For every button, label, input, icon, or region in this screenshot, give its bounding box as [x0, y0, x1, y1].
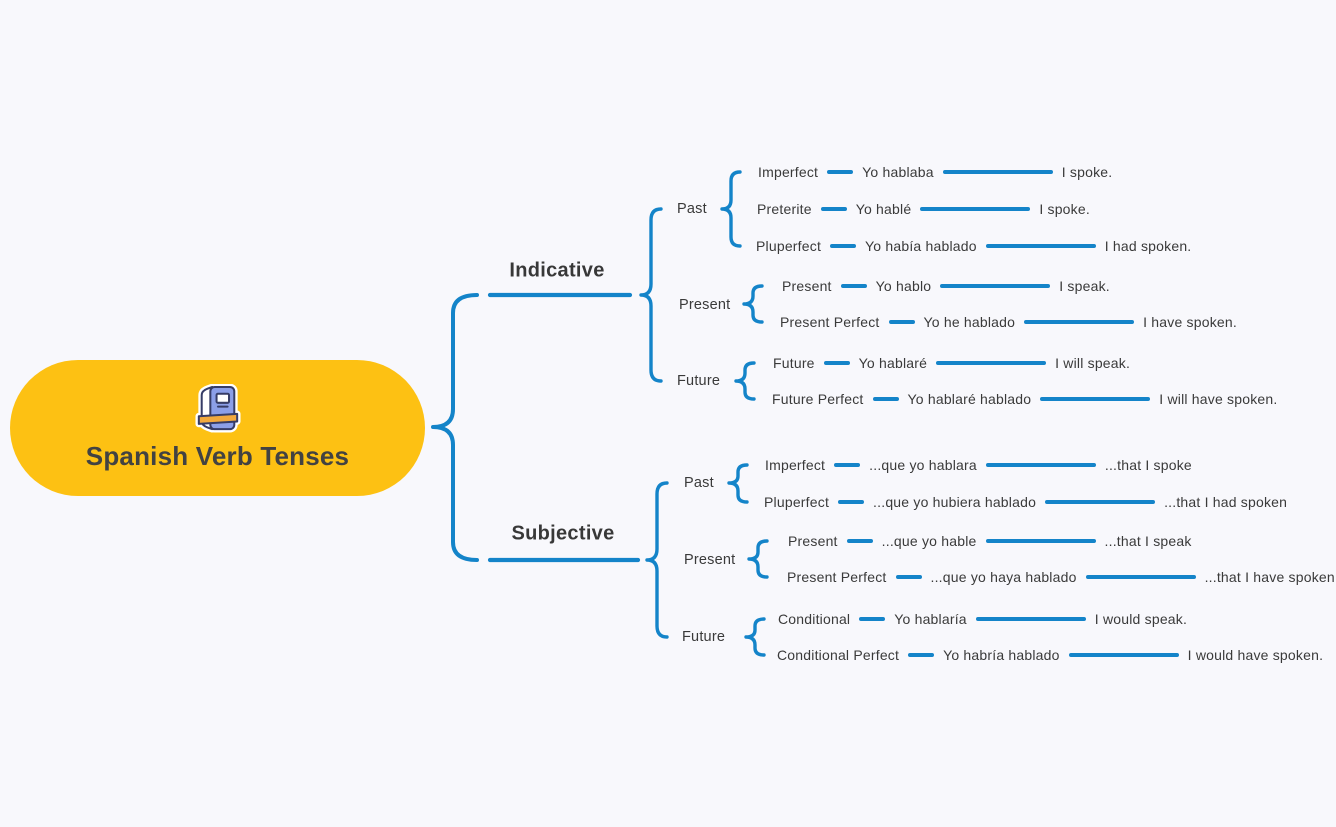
tense-row: Preterite Yo hablé I spoke.	[757, 201, 1090, 217]
spanish-label[interactable]: Yo hablé	[855, 201, 912, 217]
spanish-label[interactable]: Yo había hablado	[865, 238, 977, 254]
connector-line	[985, 244, 1096, 248]
connector-dash	[823, 361, 850, 365]
connector-line	[940, 284, 1051, 288]
spanish-label[interactable]: ...que yo haya hablado	[930, 569, 1077, 585]
spanish-label[interactable]: Yo habría hablado	[943, 647, 1060, 663]
connector-line	[936, 361, 1047, 365]
root-node[interactable]: Spanish Verb Tenses	[10, 360, 425, 496]
branch-label-subjective[interactable]: Subjective	[511, 522, 615, 545]
indicative-brace	[639, 207, 663, 383]
tense-row: Pluperfect Yo había hablado I had spoken…	[756, 238, 1191, 254]
indicative-present-brace	[742, 284, 764, 324]
subjective-future-brace	[744, 617, 766, 657]
tense-row: Present ...que yo hable ...that I speak	[788, 533, 1192, 549]
spanish-label[interactable]: ...que yo hubiera hablado	[873, 494, 1037, 510]
spanish-label[interactable]: Yo hablaré hablado	[907, 391, 1032, 407]
connector-dash	[872, 397, 899, 401]
subjective-present-brace	[747, 539, 769, 579]
tense-row: Future Yo hablaré I will speak.	[773, 355, 1130, 371]
connector-dash	[834, 463, 861, 467]
tense-label[interactable]: Present Perfect	[780, 314, 880, 330]
subjective-brace	[645, 481, 669, 639]
spanish-label[interactable]: ...que yo hablara	[869, 457, 977, 473]
english-label[interactable]: I will have spoken.	[1159, 391, 1278, 407]
connector-line	[920, 207, 1031, 211]
tense-label[interactable]: Pluperfect	[764, 494, 830, 510]
tense-row: Conditional Perfect Yo habría hablado I …	[777, 647, 1323, 663]
indicative-past-brace	[720, 170, 742, 248]
tense-label[interactable]: Present	[788, 533, 838, 549]
tense-row: Present Perfect Yo he hablado I have spo…	[780, 314, 1237, 330]
english-label[interactable]: I had spoken.	[1104, 238, 1192, 254]
connector-dash	[859, 617, 886, 621]
connector-line	[985, 463, 1096, 467]
connector-dash	[908, 653, 935, 657]
english-label[interactable]: I would have spoken.	[1187, 647, 1324, 663]
english-label[interactable]: I speak.	[1059, 278, 1110, 294]
root-title: Spanish Verb Tenses	[85, 441, 350, 471]
connector-dash	[820, 207, 847, 211]
connector-line	[1085, 575, 1196, 579]
branch-label-indicative[interactable]: Indicative	[509, 259, 605, 282]
group-label-subjective-present[interactable]: Present	[684, 552, 736, 568]
tense-row: Pluperfect ...que yo hubiera hablado ...…	[764, 494, 1287, 510]
book-icon	[195, 384, 241, 436]
english-label[interactable]: I would speak.	[1094, 611, 1188, 627]
english-label[interactable]: I spoke.	[1061, 164, 1113, 180]
connector-dash	[830, 244, 857, 248]
connector-dash	[895, 575, 922, 579]
english-label[interactable]: ...that I have spoken	[1204, 569, 1335, 585]
connector-dash	[840, 284, 867, 288]
english-label[interactable]: I have spoken.	[1143, 314, 1237, 330]
connector-line	[985, 539, 1096, 543]
english-label[interactable]: ...that I spoke	[1104, 457, 1192, 473]
tense-label[interactable]: Imperfect	[765, 457, 826, 473]
group-label-indicative-future[interactable]: Future	[677, 373, 721, 389]
connector-line	[942, 170, 1053, 174]
english-label[interactable]: ...that I speak	[1104, 533, 1192, 549]
spanish-label[interactable]: Yo hablaré	[858, 355, 928, 371]
tense-row: Present Yo hablo I speak.	[782, 278, 1110, 294]
group-label-indicative-present[interactable]: Present	[679, 297, 731, 313]
connector-dash	[846, 539, 873, 543]
english-label[interactable]: ...that I had spoken	[1164, 494, 1288, 510]
tense-label[interactable]: Conditional	[778, 611, 851, 627]
connector-line	[1040, 397, 1151, 401]
spanish-label[interactable]: Yo hablaría	[894, 611, 967, 627]
tense-row: Future Perfect Yo hablaré hablado I will…	[772, 391, 1277, 407]
tense-label[interactable]: Present	[782, 278, 832, 294]
spanish-label[interactable]: Yo he hablado	[923, 314, 1016, 330]
tense-label[interactable]: Preterite	[757, 201, 812, 217]
group-label-subjective-future[interactable]: Future	[682, 629, 726, 645]
tense-label[interactable]: Future Perfect	[772, 391, 864, 407]
tense-row: Imperfect ...que yo hablara ...that I sp…	[765, 457, 1192, 473]
tense-row: Present Perfect ...que yo haya hablado .…	[787, 569, 1335, 585]
spanish-label[interactable]: Yo hablaba	[862, 164, 934, 180]
tense-row: Conditional Yo hablaría I would speak.	[778, 611, 1187, 627]
connector-dash	[827, 170, 854, 174]
spanish-label[interactable]: Yo hablo	[875, 278, 932, 294]
group-label-indicative-past[interactable]: Past	[677, 201, 707, 217]
english-label[interactable]: I spoke.	[1039, 201, 1090, 217]
tense-label[interactable]: Present Perfect	[787, 569, 887, 585]
connector-line	[975, 617, 1086, 621]
subjective-past-brace	[727, 463, 749, 504]
group-label-subjective-past[interactable]: Past	[684, 475, 714, 491]
indicative-future-brace	[734, 361, 756, 401]
tense-label[interactable]: Pluperfect	[756, 238, 822, 254]
root-brace	[431, 293, 479, 562]
connector-dash	[888, 320, 915, 324]
english-label[interactable]: I will speak.	[1055, 355, 1131, 371]
connector-line	[1068, 653, 1179, 657]
tense-row: Imperfect Yo hablaba I spoke.	[758, 164, 1112, 180]
tense-label[interactable]: Future	[773, 355, 815, 371]
connector-line	[1024, 320, 1135, 324]
tense-label[interactable]: Imperfect	[758, 164, 819, 180]
connector-line	[1045, 500, 1156, 504]
connector-dash	[838, 500, 865, 504]
spanish-label[interactable]: ...que yo hable	[881, 533, 977, 549]
tense-label[interactable]: Conditional Perfect	[777, 647, 900, 663]
